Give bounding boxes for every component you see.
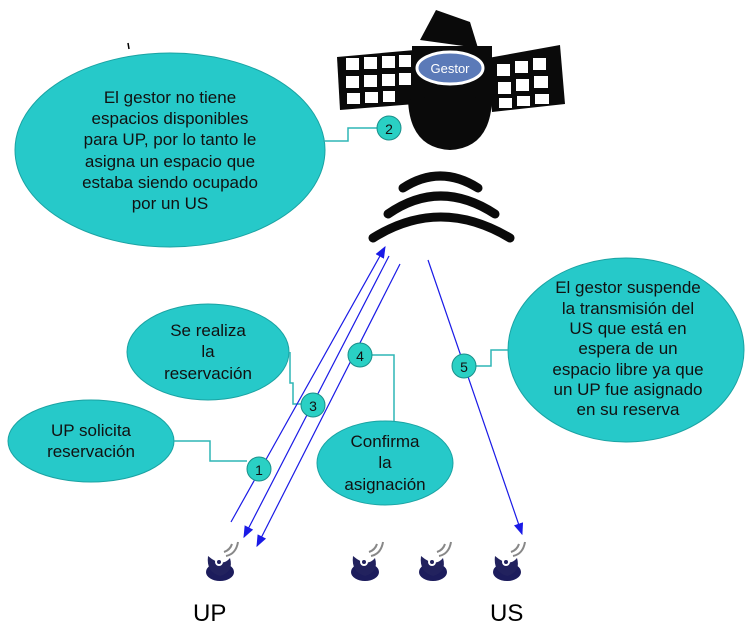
callout-text-5: El gestor suspende la transmisión del US… xyxy=(552,278,704,420)
dish-icon-3 xyxy=(419,541,452,581)
callout-ellipse-3 xyxy=(126,303,290,401)
callout-text-3: Se realiza la reservación xyxy=(164,321,252,383)
stray-mark xyxy=(127,42,130,50)
callout-ellipse-4 xyxy=(316,420,454,506)
step-1: 1 xyxy=(246,456,272,482)
callout-text-4: Confirma la asignación xyxy=(344,432,426,494)
connectors xyxy=(174,127,508,462)
gestor-badge: Gestor xyxy=(415,50,485,86)
step-2-label: 2 xyxy=(385,121,393,137)
us-label: US xyxy=(490,600,524,627)
signal-waves xyxy=(368,171,515,243)
step-3: 3 xyxy=(300,392,326,418)
step-3-label: 3 xyxy=(309,398,317,414)
dish-icon-2 xyxy=(351,541,384,581)
callout-text-2: El gestor no tiene espacios disponibles … xyxy=(82,87,258,213)
step-4-label: 4 xyxy=(356,348,364,364)
step-5: 5 xyxy=(451,353,477,379)
dish-icon-us xyxy=(493,541,526,581)
gestor-label: Gestor xyxy=(430,61,470,76)
right-solar-panel xyxy=(488,45,565,112)
dish-icons xyxy=(206,541,526,581)
arrow-us-suspend xyxy=(427,259,524,536)
callout-ellipse-2 xyxy=(14,52,326,248)
dish-icon-up xyxy=(206,541,239,581)
arrow-assignment xyxy=(256,263,401,548)
step-2: 2 xyxy=(376,115,402,141)
left-solar-panel xyxy=(337,50,415,110)
step-markers: 1 2 3 4 5 xyxy=(246,115,477,482)
step-4: 4 xyxy=(347,342,373,368)
step-5-label: 5 xyxy=(460,359,468,375)
callout-text-1: UP solicita reservación xyxy=(47,420,135,461)
up-label: UP xyxy=(193,600,227,627)
step-1-label: 1 xyxy=(255,462,263,478)
